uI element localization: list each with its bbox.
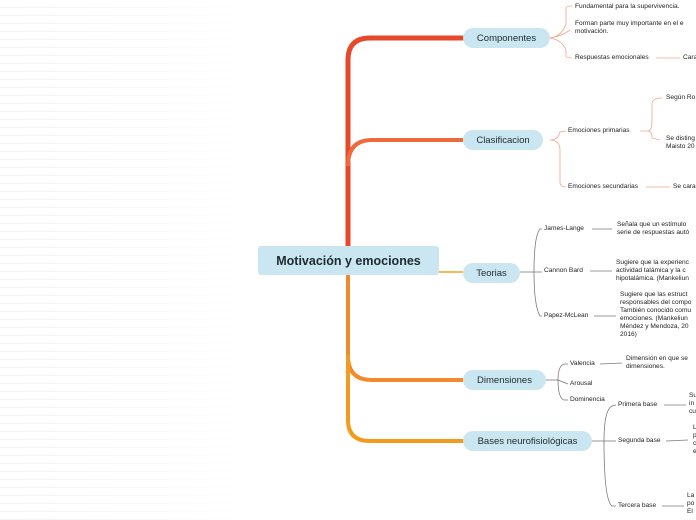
branch-bases-neurofisiologicas[interactable]: Bases neurofisiológicas: [463, 431, 592, 451]
primera-desc-1[interactable]: Su: [689, 392, 696, 399]
branch-componentes[interactable]: Componentes: [463, 28, 550, 48]
background-grid: [0, 0, 260, 520]
teoria-james-lange[interactable]: James-Lange: [544, 225, 584, 232]
clasificacion-emociones-primarias[interactable]: Emociones primarias: [568, 127, 630, 134]
valencia-desc-1[interactable]: Dimensión en que se: [626, 355, 688, 362]
primarias-distingue-cont: Maisto 20: [666, 143, 695, 150]
base-primera[interactable]: Primera base: [618, 401, 658, 408]
cannon-bard-desc-2: actividad talámica y la c: [616, 267, 686, 274]
segunda-desc-4: e: [693, 448, 696, 455]
primarias-segun[interactable]: Según Ro: [666, 94, 696, 101]
papez-desc-3: También conocido comu: [620, 307, 692, 314]
teoria-papez-mclean[interactable]: Papez-McLean: [544, 312, 589, 319]
primarias-distingue[interactable]: Se disting: [666, 135, 695, 142]
branch-teorias[interactable]: Teorias: [463, 263, 520, 283]
componentes-item-respuestas[interactable]: Respuestas emocionales: [575, 54, 649, 61]
dimension-arousal[interactable]: Arousal: [570, 380, 593, 387]
respuestas-desc[interactable]: Cara: [683, 54, 696, 61]
primera-desc-2: in: [689, 400, 695, 407]
tercera-desc-2: po: [687, 500, 695, 507]
base-segunda[interactable]: Segunda base: [618, 437, 661, 444]
base-tercera[interactable]: Tercera base: [618, 502, 657, 509]
james-lange-desc-1[interactable]: Señala que un estímulo: [617, 221, 687, 228]
papez-desc-2: responsables del compo: [620, 299, 692, 306]
papez-desc-1[interactable]: Sugiere que las estruct: [620, 291, 688, 298]
root-topic[interactable]: Motivación y emociones: [258, 246, 439, 275]
valencia-desc-2: dimensiones.: [626, 363, 665, 370]
branch-dimensiones[interactable]: Dimensiones: [463, 370, 546, 390]
branch-clasificacion[interactable]: Clasificacion: [463, 130, 543, 150]
secundarias-desc[interactable]: Se cara: [673, 183, 696, 190]
segunda-desc-1[interactable]: L: [693, 424, 696, 431]
cannon-bard-desc-3: hipotalámica. (Mankeliun: [616, 275, 689, 282]
tercera-desc-3: El: [687, 508, 693, 515]
tercera-desc-1[interactable]: La: [687, 492, 695, 499]
clasificacion-emociones-secundarias[interactable]: Emociones secundarias: [568, 183, 639, 190]
dimension-dominancia[interactable]: Dominencia: [570, 396, 605, 403]
teoria-cannon-bard[interactable]: Cannon Bard: [544, 267, 583, 274]
cannon-bard-desc-1[interactable]: Sugiere que la experienc: [616, 259, 689, 266]
papez-desc-4: emociones. (Mankeliun: [620, 315, 688, 322]
segunda-desc-2: p: [693, 432, 696, 439]
james-lange-desc-2: serie de respuestas autó: [617, 229, 690, 236]
papez-desc-6: 2016): [620, 331, 637, 338]
primera-desc-3: cu: [689, 408, 696, 415]
componentes-item-importante[interactable]: Forman parte muy importante en el e: [575, 20, 684, 27]
papez-desc-5: Méndez y Mendoza, 20: [620, 323, 689, 330]
dimension-valencia[interactable]: Valencia: [570, 360, 595, 367]
componentes-item-supervivencia[interactable]: Fundamental para la supervivencia.: [575, 3, 680, 10]
componentes-item-motivacion: motivación.: [575, 28, 609, 35]
segunda-desc-3: c: [693, 440, 696, 447]
